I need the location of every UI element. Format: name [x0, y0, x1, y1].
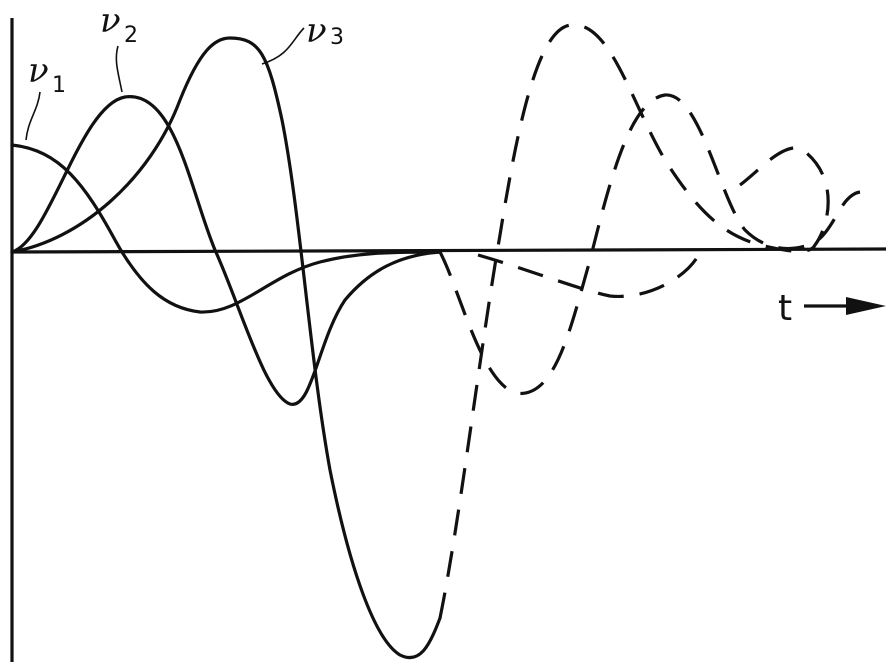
curve-v1	[10, 143, 442, 314]
time-axis-label: t	[778, 288, 792, 329]
label-v1: ν	[28, 51, 49, 91]
time-arrow-head	[846, 297, 886, 315]
curve-v1-dashed	[477, 251, 702, 298]
curve-v2	[10, 95, 442, 406]
curve-v3	[10, 36, 442, 660]
curve-v2-dashed	[438, 93, 861, 395]
leader-v3	[261, 27, 305, 65]
label-v2-subscript: 2	[124, 23, 138, 48]
curve-v3-dashed	[438, 23, 830, 619]
label-v3-subscript: 3	[330, 25, 344, 50]
label-v1-subscript: 1	[52, 73, 66, 98]
time-axis	[11, 247, 886, 254]
label-v3: ν	[306, 11, 327, 51]
leader-v2	[115, 45, 123, 93]
leader-v1	[25, 91, 41, 141]
label-v2: ν	[100, 1, 121, 41]
